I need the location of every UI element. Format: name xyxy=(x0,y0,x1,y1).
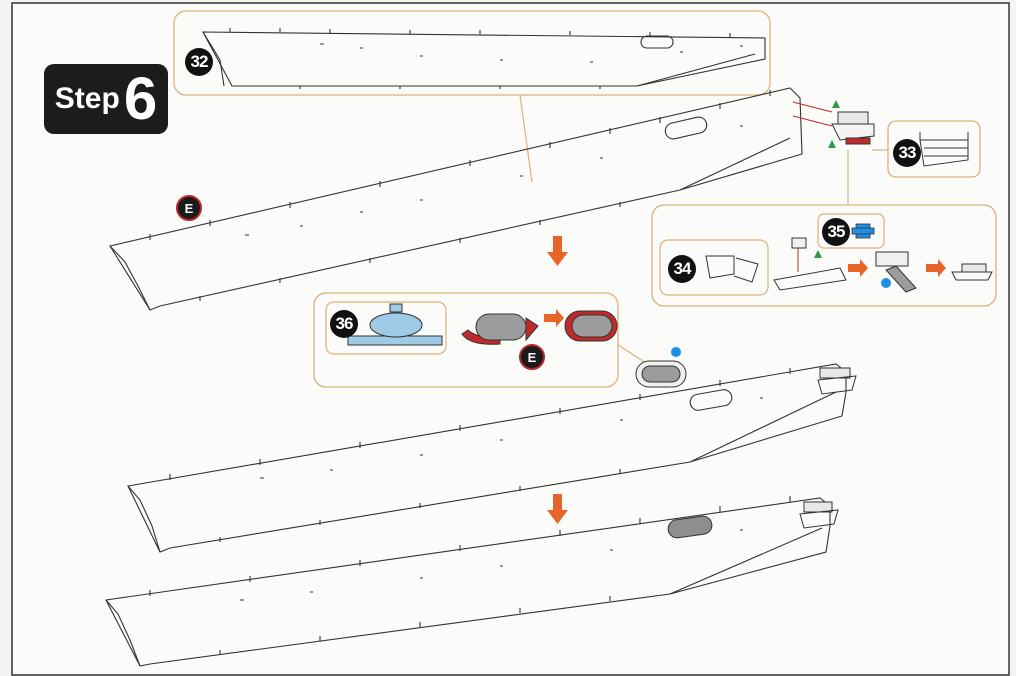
part-36-step-b xyxy=(564,310,618,342)
step-32-badge: 32 xyxy=(185,48,213,76)
green-marker-1 xyxy=(832,100,840,108)
part-e-marker-top: E xyxy=(176,195,202,221)
orange-arrow-35a xyxy=(848,259,868,277)
hull-piece-stage-3 xyxy=(105,496,831,667)
orange-arrow-36 xyxy=(544,309,564,327)
hull-piece-detail-32 xyxy=(202,28,766,89)
part-36-step-a xyxy=(461,313,539,345)
part-36-installed xyxy=(635,360,687,388)
green-marker-3 xyxy=(814,250,822,258)
installed-part-36-bottom xyxy=(667,515,713,539)
assembly-34-35 xyxy=(773,237,847,291)
part-35-drawing xyxy=(851,223,875,239)
step-36-badge: 36 xyxy=(330,310,358,338)
part-33-drawing xyxy=(919,132,969,167)
part-e-marker-inset: E xyxy=(519,344,545,370)
small-fittings-bottom xyxy=(799,501,839,529)
part-34-drawing xyxy=(705,255,759,283)
orange-arrow-35b xyxy=(926,259,946,277)
small-fittings-top xyxy=(831,111,875,145)
leader-32 xyxy=(519,94,533,183)
assembly-35-joined xyxy=(875,251,917,293)
small-fittings-middle xyxy=(817,367,857,395)
assembly-35-result xyxy=(951,263,993,281)
step-badge: Step 6 xyxy=(44,64,168,134)
blue-marker-2 xyxy=(671,347,681,357)
step-34-badge: 34 xyxy=(668,255,696,283)
down-arrow-2 xyxy=(547,494,568,524)
step-word: Step xyxy=(54,82,120,115)
blue-marker-1 xyxy=(881,278,891,288)
down-arrow-1 xyxy=(547,236,568,266)
hull-piece-stage-1 xyxy=(109,87,803,311)
step-33-badge: 33 xyxy=(893,139,921,167)
step-number: 6 xyxy=(123,65,158,132)
arrow-marker-red-1 xyxy=(792,101,833,113)
step-35-badge: 35 xyxy=(822,218,850,246)
part-36-mount xyxy=(347,303,443,346)
callout-32-frame xyxy=(173,10,771,96)
arrow-marker-red-2 xyxy=(792,115,833,127)
hull-piece-stage-2 xyxy=(127,363,847,553)
green-marker-2 xyxy=(828,140,836,148)
